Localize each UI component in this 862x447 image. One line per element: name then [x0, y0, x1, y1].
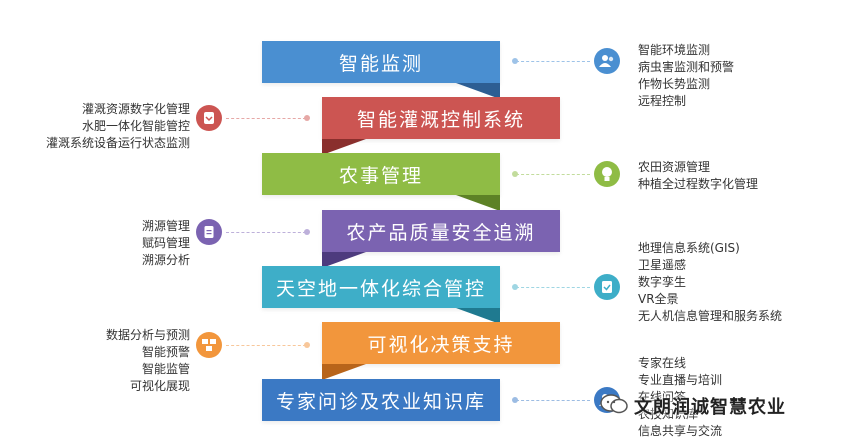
connector-dot	[512, 284, 518, 290]
list-item: 专业直播与培训	[638, 373, 723, 387]
band-fold	[322, 139, 366, 155]
connector-dot	[304, 342, 310, 348]
band-fold	[456, 195, 500, 211]
band-fold	[456, 83, 500, 99]
list-item: 智能监管	[141, 362, 190, 376]
list-item: 远程控制	[638, 94, 687, 108]
band-label: 农产品质量安全追溯	[346, 221, 536, 244]
boxes-icon	[196, 332, 222, 358]
band-integrated-control: 天空地一体化综合管控	[262, 266, 500, 308]
band-label: 天空地一体化综合管控	[275, 277, 486, 300]
list-item: 农技知识库	[638, 407, 699, 421]
list-item: 卫星遥感	[638, 258, 687, 272]
list-item: 灌溉资源数字化管理	[81, 102, 190, 116]
list-item: 作物长势监测	[638, 77, 711, 91]
list-item: 灌溉系统设备运行状态监测	[45, 136, 190, 150]
band-smart-monitoring: 智能监测	[262, 41, 500, 83]
list-item: 溯源管理	[141, 219, 190, 233]
band-label: 专家问诊及农业知识库	[275, 390, 486, 413]
connector-dot	[512, 58, 518, 64]
feature-list-monitoring: 智能环境监测 病虫害监测和预警 作物长势监测 远程控制	[638, 42, 734, 110]
list-item: 地理信息系统(GIS)	[638, 241, 740, 255]
band-label: 农事管理	[338, 164, 423, 187]
list-item: 可视化展现	[129, 379, 190, 393]
list-item: 信息共享与交流	[638, 424, 723, 438]
band-label: 智能监测	[338, 52, 423, 75]
band-traceability: 农产品质量安全追溯	[322, 210, 560, 252]
feature-list-expert: 专家在线 专业直播与培训 在线问答 农技知识库 信息共享与交流	[638, 355, 722, 440]
list-item: 在线问答	[638, 390, 687, 404]
watermark-text: 文朗润诚智慧农业	[634, 397, 786, 418]
document-icon	[196, 219, 222, 245]
connector-line	[516, 287, 590, 288]
badge-icon	[196, 105, 222, 131]
feature-list-traceability: 溯源管理 赋码管理 溯源分析	[142, 218, 190, 269]
connector-dot	[304, 229, 310, 235]
list-item: 农田资源管理	[638, 160, 711, 174]
connector-line	[226, 118, 306, 119]
chat-bubble-icon	[600, 393, 628, 419]
band-fold	[322, 252, 366, 268]
list-item: 无人机信息管理和服务系统	[638, 309, 783, 323]
connector-dot	[304, 115, 310, 121]
lightbulb-icon	[594, 161, 620, 187]
feature-list-irrigation: 灌溉资源数字化管理 水肥一体化智能管控 灌溉系统设备运行状态监测	[46, 101, 190, 152]
band-farm-management: 农事管理	[262, 153, 500, 195]
list-item: 数据分析与预测	[105, 328, 190, 342]
band-decision-support: 可视化决策支持	[322, 322, 560, 364]
band-fold	[322, 364, 366, 380]
people-icon	[594, 48, 620, 74]
connector-line	[516, 400, 590, 401]
list-item: 水肥一体化智能管控	[81, 119, 190, 133]
clipboard-icon	[594, 274, 620, 300]
connector-line	[516, 61, 590, 62]
list-item: 溯源分析	[141, 253, 190, 267]
connector-line	[516, 174, 590, 175]
list-item: 种植全过程数字化管理	[638, 177, 759, 191]
list-item: VR全景	[638, 292, 679, 306]
band-fold	[456, 308, 500, 324]
watermark: 文朗润诚智慧农业	[600, 393, 786, 419]
feature-list-integrated: 地理信息系统(GIS) 卫星遥感 数字孪生 VR全景 无人机信息管理和服务系统	[638, 240, 782, 325]
list-item: 数字孪生	[638, 275, 687, 289]
band-smart-irrigation: 智能灌溉控制系统	[322, 97, 560, 139]
feature-list-decision: 数据分析与预测 智能预警 智能监管 可视化展现	[106, 327, 190, 395]
feature-list-farm: 农田资源管理 种植全过程数字化管理	[638, 159, 758, 193]
list-item: 病虫害监测和预警	[638, 60, 735, 74]
band-label: 可视化决策支持	[367, 333, 515, 356]
connector-dot	[512, 171, 518, 177]
list-item: 赋码管理	[141, 236, 190, 250]
connector-line	[226, 232, 306, 233]
list-item: 智能环境监测	[638, 43, 711, 57]
connector-line	[226, 345, 306, 346]
list-item: 专家在线	[638, 356, 687, 370]
connector-dot	[512, 397, 518, 403]
band-label: 智能灌溉控制系统	[356, 108, 525, 131]
list-item: 智能预警	[141, 345, 190, 359]
band-expert-knowledge: 专家问诊及农业知识库	[262, 379, 500, 421]
